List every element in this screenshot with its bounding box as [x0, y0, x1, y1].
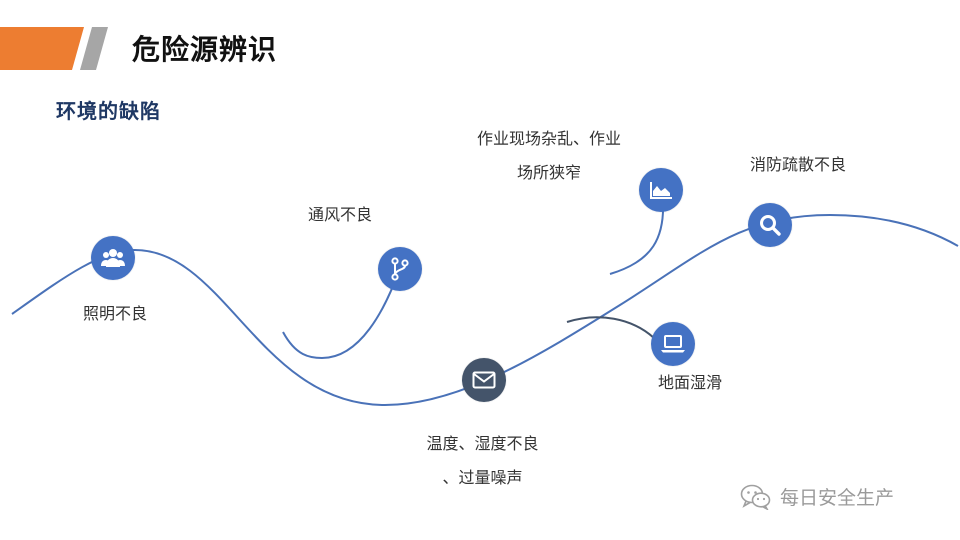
slide-title: 危险源辨识 [132, 33, 278, 66]
node-floor [651, 322, 695, 366]
label-workplace-line-2: 场所狭窄 [516, 163, 581, 182]
label-evacuation: 消防疏散不良 [735, 148, 861, 182]
laptop-icon [661, 335, 685, 353]
branch-icon [391, 257, 409, 281]
users-icon [101, 249, 125, 267]
node-evacuation [748, 203, 792, 247]
branch-curve-ventilation [282, 267, 401, 360]
wechat-icon [740, 484, 771, 510]
label-temperature: 温度、湿度不良 、过量噪声 [405, 427, 560, 495]
label-temperature-line-1: 温度、湿度不良 [426, 434, 539, 453]
label-lighting: 照明不良 [70, 297, 160, 331]
label-lighting-line-1: 照明不良 [82, 304, 147, 323]
envelope-icon [472, 371, 496, 389]
node-workplace [639, 168, 683, 212]
node-ventilation [378, 247, 422, 291]
node-lighting [91, 236, 135, 280]
label-workplace-line-1: 作业现场杂乱、作业 [476, 129, 621, 148]
label-temperature-line-2: 、过量噪声 [442, 468, 523, 487]
header-accent-bar [0, 27, 108, 70]
area-chart-icon [650, 182, 672, 199]
label-floor: 地面湿滑 [645, 366, 735, 400]
watermark: 每日安全生产 [740, 483, 894, 510]
watermark-text: 每日安全生产 [780, 487, 895, 509]
header-gray-stripe [80, 27, 108, 70]
slide-subtitle: 环境的缺陷 [56, 99, 161, 123]
branch-curve-floor [566, 316, 655, 339]
label-ventilation: 通风不良 [295, 198, 385, 232]
label-evacuation-line-1: 消防疏散不良 [749, 155, 846, 174]
search-icon [760, 215, 781, 236]
header-orange-block [0, 27, 84, 70]
label-floor-line-1: 地面湿滑 [657, 373, 722, 392]
node-temperature [462, 358, 506, 402]
label-workplace: 作业现场杂乱、作业 场所狭窄 [460, 122, 638, 190]
label-ventilation-line-1: 通风不良 [307, 205, 372, 224]
